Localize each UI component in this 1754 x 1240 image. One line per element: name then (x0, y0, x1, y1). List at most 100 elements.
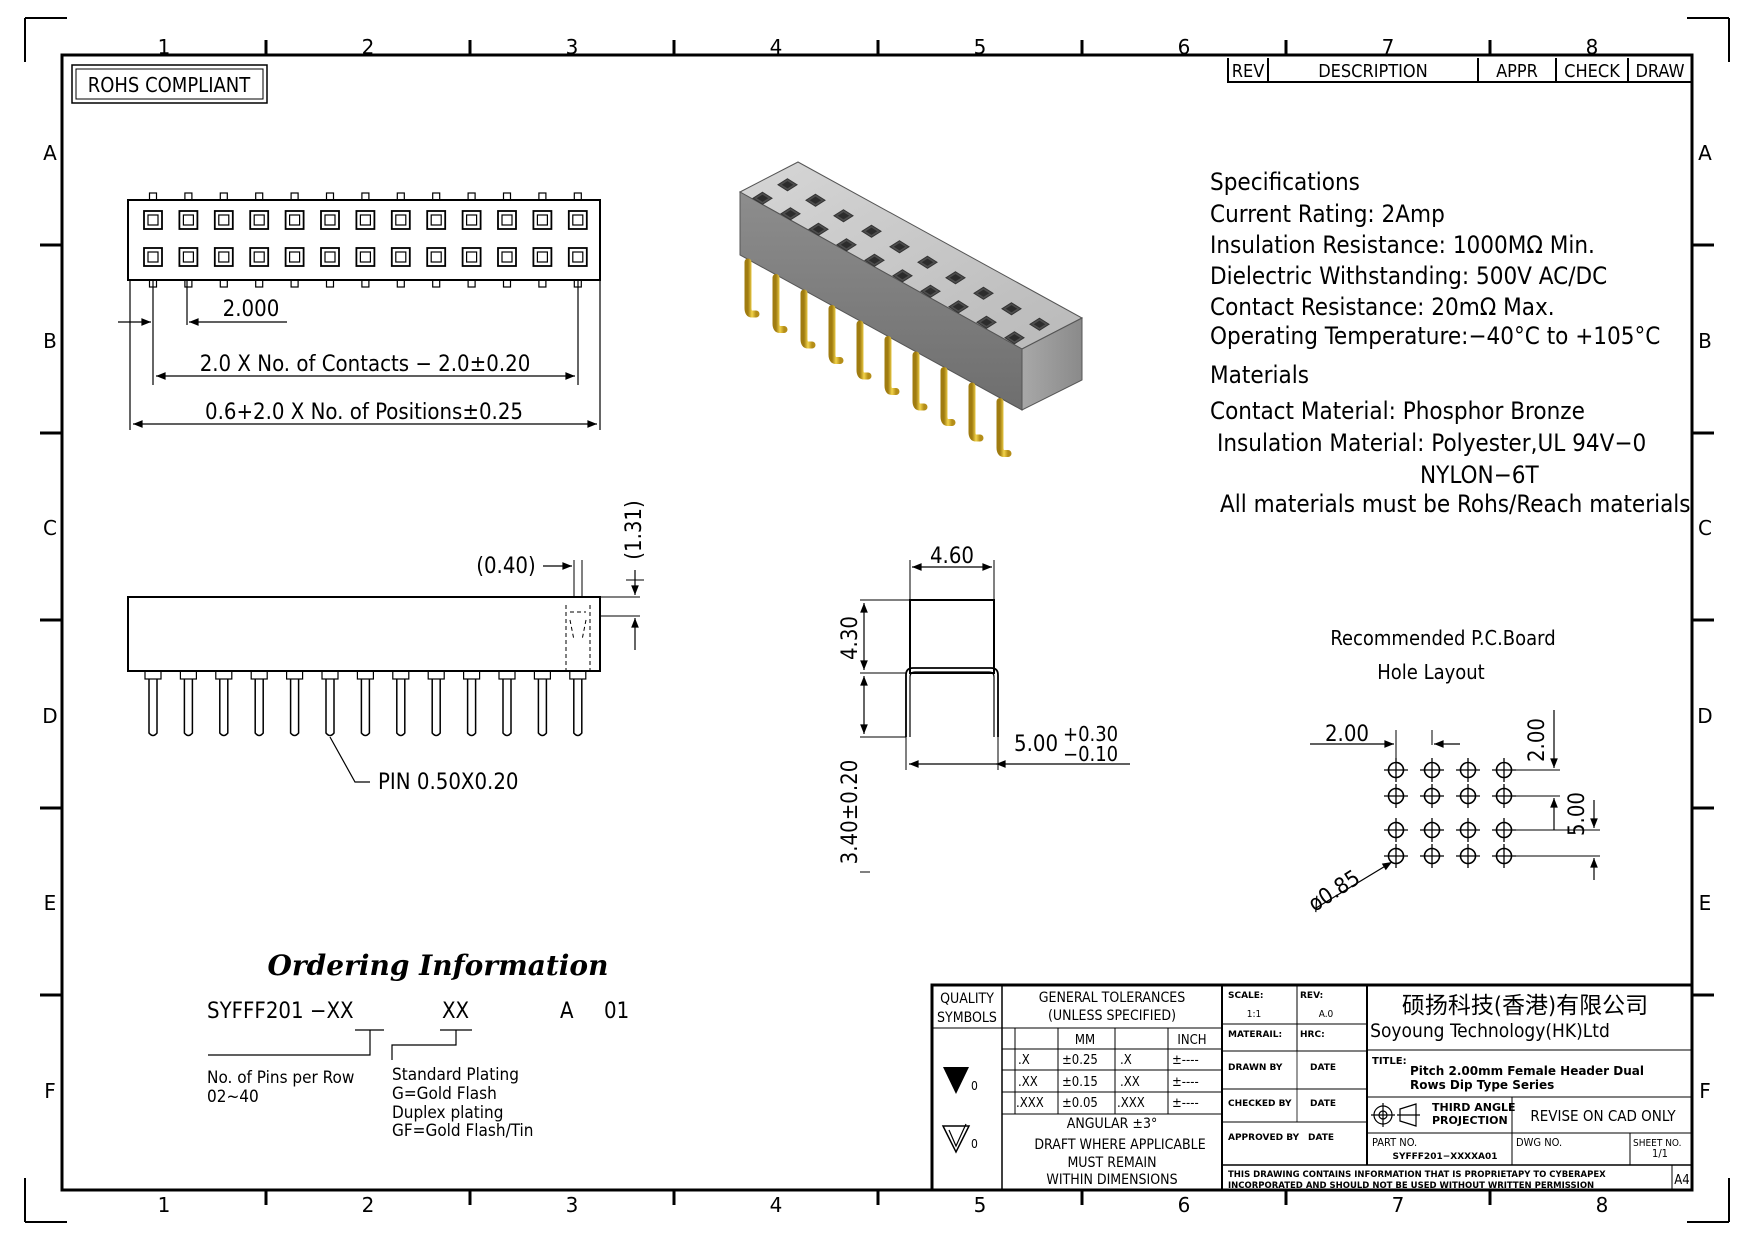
connector-3d-hole-inner (1005, 305, 1018, 313)
spec-contact-material: Contact Material: Phosphor Bronze (1210, 397, 1585, 425)
side-view-pin-standoff (533, 670, 552, 680)
connector-3d-pins (744, 258, 1079, 457)
dim-340: 3.40±0.20 (838, 760, 863, 865)
connector-3d-pin (744, 258, 760, 318)
tol-x1-inch: .X (1120, 1053, 1132, 1068)
top-view-contact-outer (355, 210, 376, 230)
spec-heading: Specifications (1210, 168, 1360, 196)
connector-3d-pin (828, 305, 844, 364)
side-view-pin (573, 679, 583, 737)
top-view-contact-inner (359, 214, 371, 226)
row-label: A (1698, 141, 1712, 165)
connector-3d-pin (968, 382, 984, 442)
tol-mm-header: MM (1075, 1033, 1095, 1048)
spec-insulation-material-2: NYLON−6T (1420, 461, 1539, 489)
top-view-contact-outer (426, 210, 447, 230)
pcb-hole-crosshair (1420, 784, 1444, 808)
col-label: 4 (770, 35, 783, 59)
spec-dielectric: Dielectric Withstanding: 500V AC/DC (1210, 262, 1607, 290)
row-label: F (1699, 1079, 1711, 1103)
connector-3d-hole-inner (893, 243, 906, 251)
tol-title-1: GENERAL TOLERANCES (1039, 990, 1185, 1006)
row-label: C (43, 516, 57, 540)
side-view-pin-standoff (498, 670, 516, 680)
dim-500-v: 5.00 (1565, 792, 1590, 836)
description-header: DESCRIPTION (1318, 61, 1428, 82)
revise-note: REVISE ON CAD ONLY (1530, 1107, 1676, 1125)
ordering-information: Ordering Information SYFFF201 −XX XX A 0… (207, 949, 629, 1141)
top-view-contact-inner (324, 214, 336, 226)
pcb-hole-crosshair (1456, 758, 1480, 782)
tol-x1: .X (1018, 1053, 1030, 1068)
row-label: C (1698, 516, 1712, 540)
side-view-pin-standoff (356, 670, 374, 680)
spec-contact-resistance: Contact Resistance: 20mΩ Max. (1210, 293, 1555, 321)
top-view-contact-outer (532, 210, 553, 230)
connector-3d-hole-inner (952, 303, 965, 311)
projection-line-1: THIRD ANGLE (1432, 1101, 1516, 1114)
connector-3d-pin (772, 274, 788, 333)
row-label: E (44, 891, 57, 915)
part-no-value: SYFFF201−XXXXA01 (1392, 1152, 1497, 1162)
proprietary-notice-2: INCORPORATED AND SHOULD NOT BE USED WITH… (1228, 1181, 1594, 1191)
title-label: TITLE: (1372, 1056, 1407, 1067)
dim-contacts: 2.0 X No. of Contacts − 2.0±0.20 (200, 352, 531, 377)
dim-pitch: 2.000 (223, 297, 280, 322)
part-prefix: SYFFF201 −XX (207, 999, 354, 1024)
col-label: 7 (1382, 35, 1395, 59)
connector-3d-hole-inner (837, 212, 850, 220)
pins-line-1: No. of Pins per Row (207, 1068, 354, 1088)
drawing-title-1: Pitch 2.00mm Female Header Dual (1410, 1064, 1644, 1078)
col-label: 4 (770, 1193, 783, 1217)
top-view-pin-tip (361, 192, 370, 201)
side-view-pin-standoff (286, 670, 304, 680)
top-view-pin-tip (255, 279, 264, 288)
top-view-pin-tip (502, 192, 512, 201)
check-header: CHECK (1564, 61, 1620, 82)
row-label: B (43, 329, 57, 353)
tol-x3-inch-value: ±---- (1172, 1096, 1199, 1111)
top-view-pin-tip (361, 279, 370, 288)
top-view-contact-inner (466, 214, 478, 226)
top-view-pin-tip (325, 192, 335, 201)
col-label: 8 (1586, 35, 1599, 59)
rohs-label: ROHS COMPLIANT (88, 73, 252, 97)
column-labels-bottom: 1 2 3 4 5 6 7 8 (158, 1193, 1609, 1217)
top-view-contact-outer (284, 247, 305, 267)
scale-value: 1:1 (1247, 1009, 1261, 1020)
checked-date-label: DATE (1310, 1099, 1336, 1109)
plating-4: GF=Gold Flash/Tin (392, 1121, 534, 1141)
connector-3d-hole-inner (809, 196, 822, 204)
connector-3d-pin (912, 351, 928, 411)
top-view-contact-inner (501, 214, 513, 226)
top-view-contact-outer (390, 247, 411, 267)
part-01: 01 (604, 999, 629, 1024)
company-name-en: Soyoung Technology(HK)Ltd (1370, 1020, 1610, 1042)
connector-3d-pin (884, 336, 900, 395)
column-labels-top: 1 2 3 4 5 6 7 8 (158, 35, 1599, 59)
side-view-pin (289, 679, 300, 737)
side-view-pin (360, 679, 371, 737)
top-view-contact-inner (395, 214, 407, 226)
connector-3d-hole-inner (980, 318, 993, 326)
pcb-hole-crosshair (1456, 784, 1480, 808)
side-view-pin (431, 679, 441, 737)
tol-x2-inch-value: ±---- (1172, 1075, 1199, 1090)
top-view-contact-outer (213, 247, 234, 267)
dim-131: (1.31) (622, 500, 647, 560)
revision-table: REV DESCRIPTION APPR CHECK DRAW (1227, 58, 1692, 83)
top-view-pin-tip (219, 192, 228, 201)
row-label: B (1698, 329, 1712, 353)
dim-200-v: 2.00 (1525, 718, 1550, 762)
tol-x3: .XXX (1016, 1096, 1044, 1111)
company-name-cn: 硕扬科技(香港)有限公司 (1402, 993, 1648, 1019)
dim-460: 4.60 (930, 544, 974, 569)
top-view-contact-inner (501, 251, 513, 263)
pcb-hole-crosshair (1456, 844, 1480, 868)
finish-triangle-open-icon (941, 1125, 971, 1154)
side-view-pin-standoff (321, 670, 339, 680)
projection-line-2: PROJECTION (1432, 1114, 1508, 1127)
top-view-contact-inner (359, 251, 371, 263)
top-view-contact-outer (426, 247, 447, 267)
tol-x2-inch: .XX (1120, 1075, 1140, 1090)
